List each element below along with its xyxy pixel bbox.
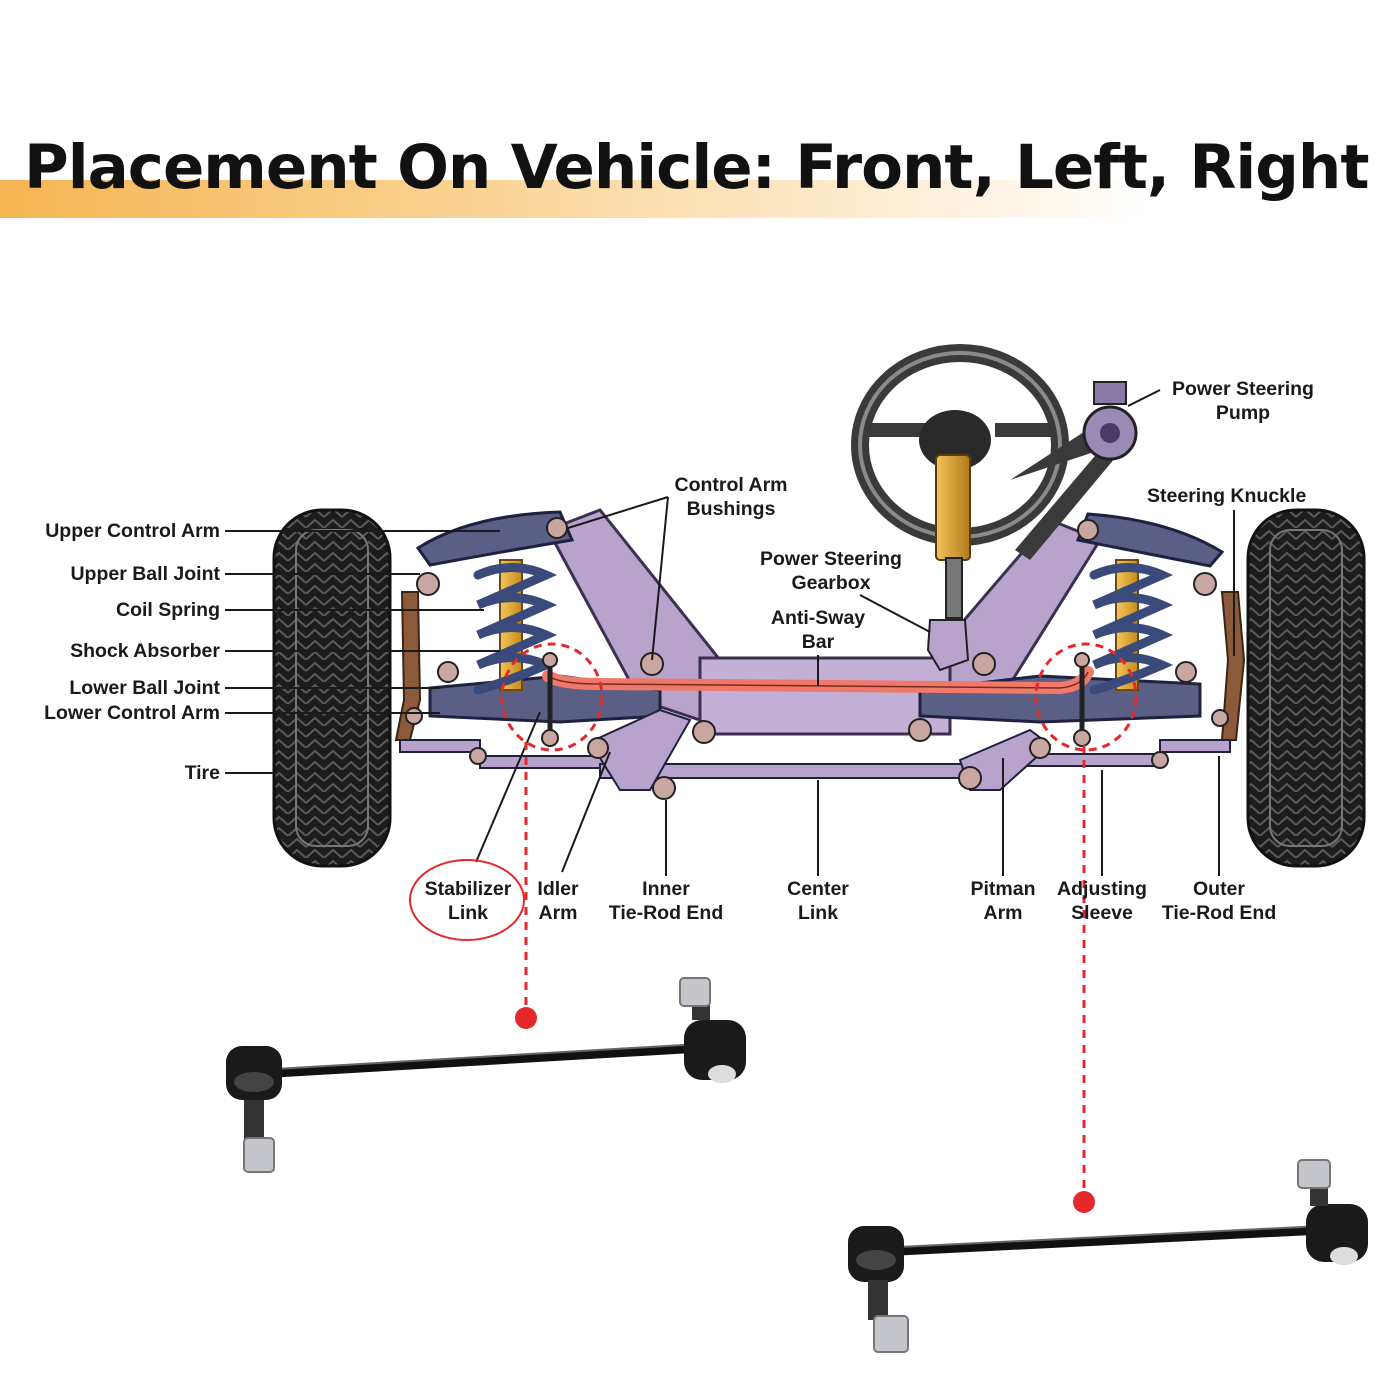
right-upper-control-arm xyxy=(1075,512,1225,568)
label-upper-ball-joint: Upper Ball Joint xyxy=(70,563,220,585)
right-coil-spring xyxy=(1089,559,1174,695)
label-adjusting-sleeve: Adjusting Sleeve xyxy=(1057,878,1147,924)
label-control-arm-bushings: Control Arm Bushings xyxy=(674,474,788,520)
label-shock-absorber: Shock Absorber xyxy=(70,640,220,662)
label-center-link: Center Link xyxy=(787,878,849,924)
leader-lines xyxy=(225,389,1235,876)
right-stabilizer-link-diagram xyxy=(1073,652,1091,747)
label-steering-knuckle: Steering Knuckle xyxy=(1147,485,1307,507)
label-idler-arm: Idler Arm xyxy=(537,878,579,924)
bushings xyxy=(405,517,1229,800)
label-outer-tie-rod-end: Outer Tie-Rod End xyxy=(1161,878,1277,924)
label-coil-spring: Coil Spring xyxy=(116,599,220,621)
label-upper-control-arm: Upper Control Arm xyxy=(45,520,220,542)
power-steering-pump xyxy=(1010,381,1138,560)
power-steering-gearbox xyxy=(926,619,970,672)
left-callout-dot xyxy=(515,1007,537,1029)
right-callout-dot xyxy=(1073,1191,1095,1213)
left-stabilizer-link-diagram xyxy=(541,652,559,747)
right-steering-knuckle xyxy=(1220,591,1246,741)
left-coil-spring xyxy=(473,559,558,695)
title-highlight-band xyxy=(0,180,1150,218)
label-stabilizer-link: Stabilizer Link xyxy=(424,878,512,924)
label-pitman-arm: Pitman Arm xyxy=(970,878,1036,924)
label-tire: Tire xyxy=(184,762,220,784)
left-upper-control-arm xyxy=(415,510,575,567)
label-inner-tie-rod-end: Inner Tie-Rod End xyxy=(608,878,724,924)
stabilizer-link-part-icon xyxy=(848,1159,1368,1353)
page-title: Placement On Vehicle: Front, Left, Right xyxy=(24,132,1369,203)
label-lower-ball-joint: Lower Ball Joint xyxy=(69,677,220,699)
right-tire xyxy=(1246,508,1366,868)
label-anti-sway-bar: Anti-Sway Bar xyxy=(770,607,866,653)
label-power-steering-pump: Power Steering Pump xyxy=(1172,378,1314,424)
stabilizer-link-part-icon xyxy=(226,977,746,1173)
stabilizer-callouts xyxy=(409,642,1138,1200)
steering-column xyxy=(935,454,971,619)
label-lower-control-arm: Lower Control Arm xyxy=(44,702,220,724)
label-power-steering-gearbox: Power Steering Gearbox xyxy=(760,548,902,594)
